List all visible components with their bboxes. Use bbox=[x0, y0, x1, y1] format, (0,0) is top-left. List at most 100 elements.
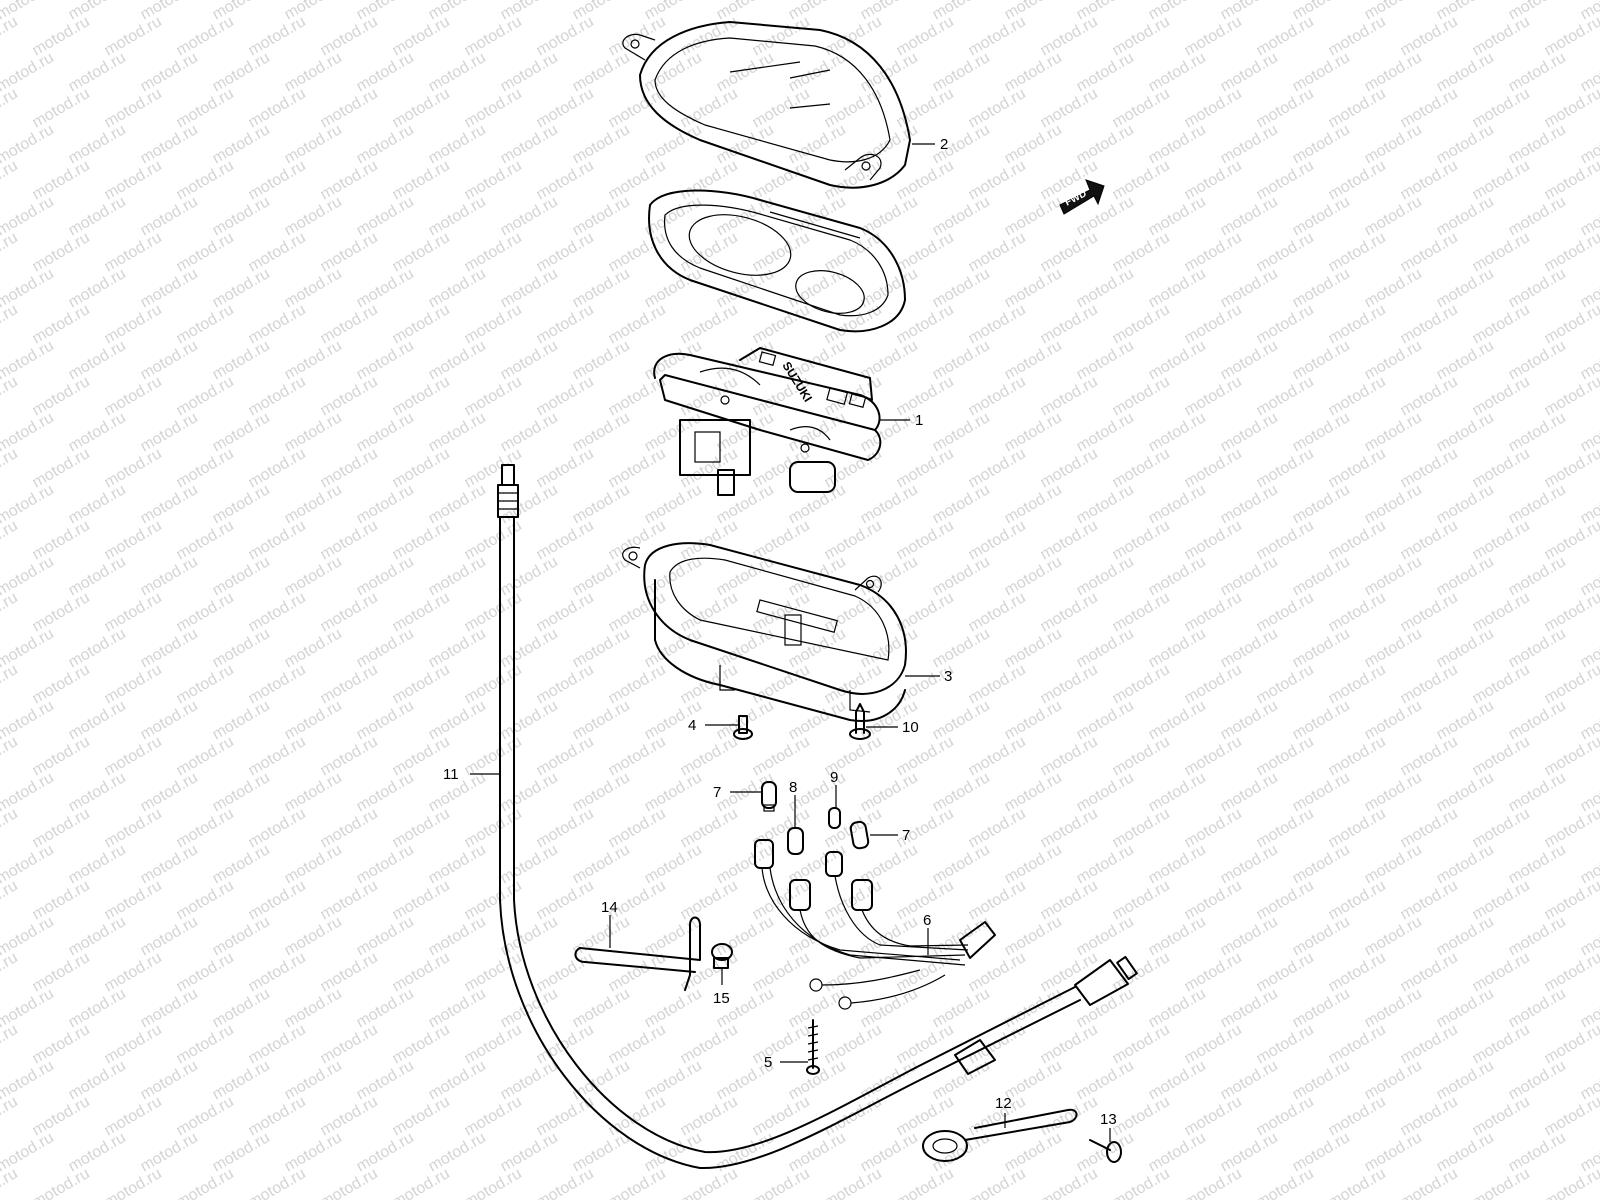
watermark-text: motod.ru bbox=[1506, 1057, 1569, 1103]
watermark-text: motod.ru bbox=[354, 841, 417, 887]
watermark-text: motod.ru bbox=[354, 985, 417, 1031]
watermark-text: motod.ru bbox=[354, 265, 417, 311]
watermark-text: motod.ru bbox=[390, 373, 453, 419]
watermark-text: motod.ru bbox=[210, 913, 273, 959]
watermark-text: motod.ru bbox=[318, 445, 381, 491]
watermark-text: motod.ru bbox=[534, 733, 597, 779]
watermark-text: motod.ru bbox=[1182, 1021, 1245, 1067]
watermark-text: motod.ru bbox=[534, 1093, 597, 1139]
watermark-text: motod.ru bbox=[822, 661, 885, 707]
watermark-text: motod.ru bbox=[786, 265, 849, 311]
callout-labels: 2 1 3 4 10 7 8 9 7 6 11 14 15 5 12 13 bbox=[443, 136, 1117, 1128]
watermark-text: motod.ru bbox=[354, 913, 417, 959]
watermark-text: motod.ru bbox=[102, 301, 165, 347]
watermark-text: motod.ru bbox=[30, 805, 93, 851]
watermark-text: motod.ru bbox=[1434, 913, 1497, 959]
watermark-text: motod.ru bbox=[858, 265, 921, 311]
watermark-text: motod.ru bbox=[210, 265, 273, 311]
watermark-text: motod.ru bbox=[1254, 301, 1317, 347]
watermark-text: motod.ru bbox=[1182, 445, 1245, 491]
watermark-text: motod.ru bbox=[1506, 1129, 1569, 1175]
watermark-text: motod.ru bbox=[1290, 625, 1353, 671]
watermark-text: motod.ru bbox=[1326, 733, 1389, 779]
watermark-text: motod.ru bbox=[30, 733, 93, 779]
watermark-text: motod.ru bbox=[822, 373, 885, 419]
part-bracket-14 bbox=[574, 916, 701, 991]
watermark-text: motod.ru bbox=[1254, 1165, 1317, 1200]
watermark-text: motod.ru bbox=[138, 553, 201, 599]
watermark-text: motod.ru bbox=[1506, 193, 1569, 239]
watermark-text: motod.ru bbox=[1362, 697, 1425, 743]
watermark-text: motod.ru bbox=[1470, 517, 1533, 563]
watermark-text: motod.ru bbox=[354, 49, 417, 95]
watermark-text: motod.ru bbox=[786, 409, 849, 455]
watermark-text: motod.ru bbox=[1290, 121, 1353, 167]
watermark-text: motod.ru bbox=[1146, 1057, 1209, 1103]
watermark-text: motod.ru bbox=[282, 553, 345, 599]
watermark-text: motod.ru bbox=[210, 985, 273, 1031]
watermark-text: motod.ru bbox=[1254, 157, 1317, 203]
watermark-text: motod.ru bbox=[1362, 265, 1425, 311]
watermark-text: motod.ru bbox=[1146, 769, 1209, 815]
watermark-text: motod.ru bbox=[462, 1165, 525, 1200]
watermark-text: motod.ru bbox=[174, 373, 237, 419]
watermark-text: motod.ru bbox=[1110, 13, 1173, 59]
watermark-text: motod.ru bbox=[462, 1093, 525, 1139]
watermark-text: motod.ru bbox=[1506, 985, 1569, 1031]
watermark-text: motod.ru bbox=[1218, 409, 1281, 455]
watermark-text: motod.ru bbox=[894, 733, 957, 779]
watermark-text: motod.ru bbox=[210, 481, 273, 527]
watermark-text: motod.ru bbox=[570, 841, 633, 887]
part-meter-mask bbox=[648, 189, 906, 333]
watermark-text: motod.ru bbox=[714, 265, 777, 311]
watermark-text: motod.ru bbox=[822, 589, 885, 635]
watermark-text: motod.ru bbox=[1038, 1165, 1101, 1200]
watermark-text: motod.ru bbox=[1074, 1057, 1137, 1103]
watermark-text: motod.ru bbox=[1218, 841, 1281, 887]
watermark-text: motod.ru bbox=[1470, 85, 1533, 131]
watermark-text: motod.ru bbox=[1542, 85, 1600, 131]
watermark-text: motod.ru bbox=[1542, 1165, 1600, 1200]
watermark-text: motod.ru bbox=[426, 985, 489, 1031]
watermark-text: motod.ru bbox=[1470, 661, 1533, 707]
watermark-text: motod.ru bbox=[1542, 445, 1600, 491]
watermark-text: motod.ru bbox=[786, 697, 849, 743]
callout-6: 6 bbox=[923, 912, 931, 929]
watermark-text: motod.ru bbox=[1470, 589, 1533, 635]
watermark-text: motod.ru bbox=[66, 481, 129, 527]
watermark-text: motod.ru bbox=[858, 121, 921, 167]
watermark-text: motod.ru bbox=[822, 85, 885, 131]
callout-1: 1 bbox=[915, 412, 923, 429]
watermark-text: motod.ru bbox=[858, 553, 921, 599]
watermark-text: motod.ru bbox=[1218, 337, 1281, 383]
part-bulb-7-left bbox=[761, 781, 777, 812]
watermark-text: motod.ru bbox=[426, 49, 489, 95]
watermark-text: motod.ru bbox=[138, 1057, 201, 1103]
watermark-text: motod.ru bbox=[930, 841, 993, 887]
watermark-text: motod.ru bbox=[426, 265, 489, 311]
watermark-text: motod.ru bbox=[498, 337, 561, 383]
watermark-text: motod.ru bbox=[750, 301, 813, 347]
watermark-text: motod.ru bbox=[426, 697, 489, 743]
watermark-text: motod.ru bbox=[1254, 229, 1317, 275]
watermark-text: motod.ru bbox=[822, 13, 885, 59]
watermark-text: motod.ru bbox=[102, 805, 165, 851]
watermark-text: motod.ru bbox=[1146, 193, 1209, 239]
watermark-text: motod.ru bbox=[390, 85, 453, 131]
watermark-text: motod.ru bbox=[1218, 913, 1281, 959]
watermark-text: motod.ru bbox=[462, 733, 525, 779]
watermark-text: motod.ru bbox=[1506, 769, 1569, 815]
watermark-text: motod.ru bbox=[1398, 1021, 1461, 1067]
watermark-text: motod.ru bbox=[102, 157, 165, 203]
watermark-text: motod.ru bbox=[642, 481, 705, 527]
watermark-text: motod.ru bbox=[1290, 481, 1353, 527]
watermark-text: motod.ru bbox=[1434, 121, 1497, 167]
watermark-text: motod.ru bbox=[1542, 229, 1600, 275]
watermark-text: motod.ru bbox=[318, 661, 381, 707]
watermark-text: motod.ru bbox=[570, 121, 633, 167]
watermark-text: motod.ru bbox=[390, 805, 453, 851]
watermark-text: motod.ru bbox=[678, 661, 741, 707]
watermark-text: motod.ru bbox=[786, 121, 849, 167]
watermark-text: motod.ru bbox=[714, 481, 777, 527]
watermark-text: motod.ru bbox=[642, 985, 705, 1031]
